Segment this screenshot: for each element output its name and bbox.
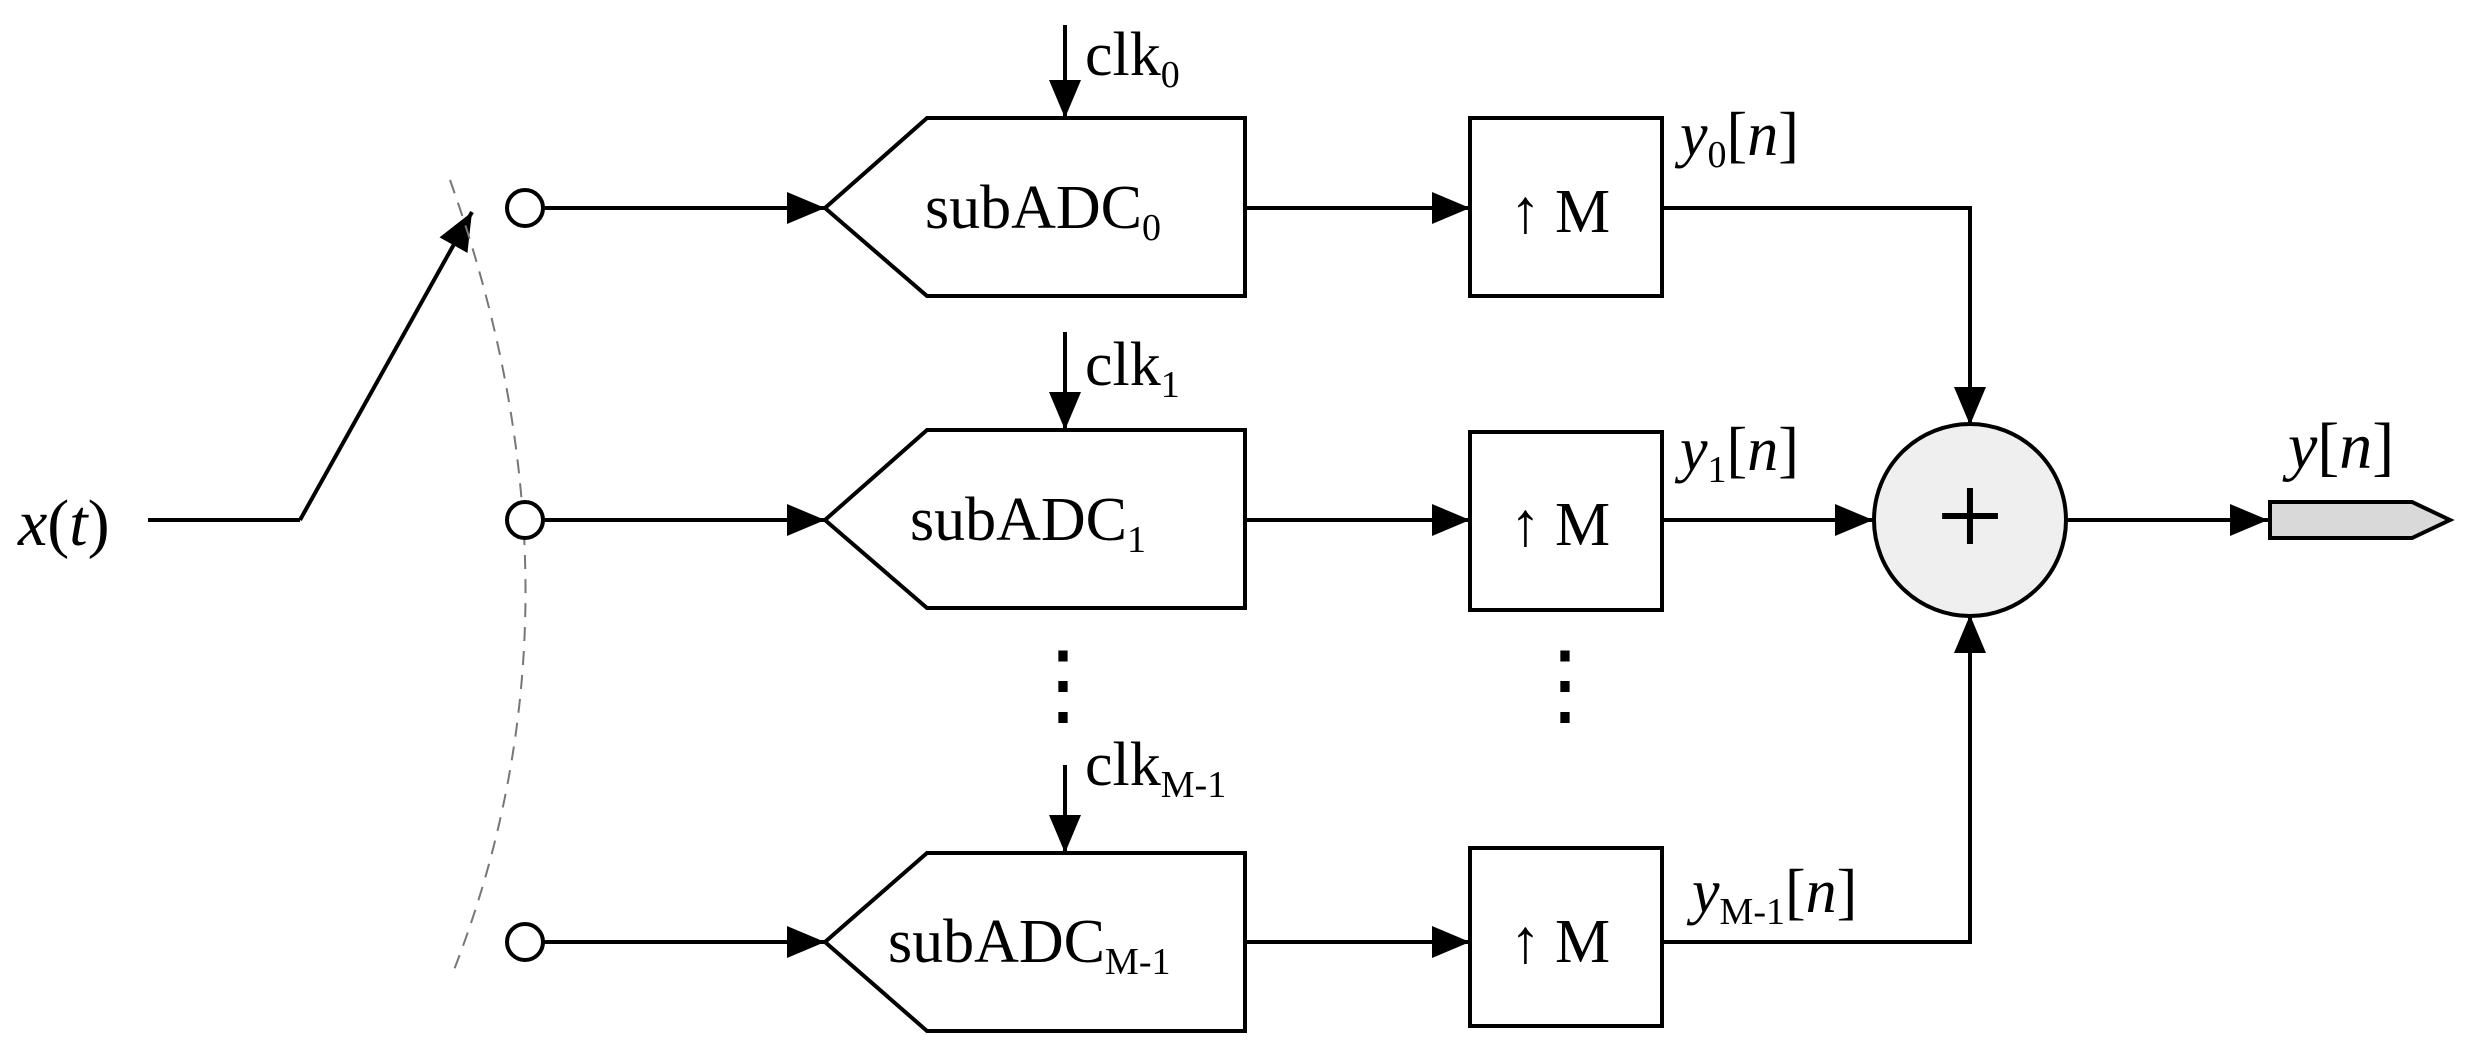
- subadc-label-0: subADC0: [925, 174, 1161, 249]
- clock-label-0: clk0: [1085, 21, 1180, 96]
- channel-output-label-0: y0[n]: [1674, 101, 1799, 176]
- channel-output-label-m-1: yM-1[n]: [1686, 858, 1857, 933]
- upsampler-label-0: ↑M: [1510, 178, 1610, 246]
- clock-label-m-1: clkM-1: [1085, 731, 1226, 806]
- subadc-label-m-1: subADCM-1: [888, 908, 1170, 983]
- channel-m-1-to-summer-wire: [1662, 615, 1986, 944]
- channel-ellipsis-upsampler: ⋮: [1520, 636, 1610, 735]
- commutator-switch-arm: [298, 211, 474, 521]
- channel-ellipsis-adc: ⋮: [1018, 636, 1108, 735]
- output-port: [2268, 500, 2455, 540]
- input-signal-label: x(t): [17, 487, 110, 560]
- channel-0: clk0 subADC0 ↑M y0[n]: [543, 21, 1986, 425]
- summer-plus-symbol: +: [1936, 449, 2004, 582]
- channel-m-1: clkM-1 subADCM-1 ↑M yM-1[n]: [543, 615, 1986, 1033]
- channel-output-label-1: y1[n]: [1674, 416, 1799, 491]
- upsampler-label-1: ↑M: [1510, 491, 1610, 559]
- subadc-label-1: subADC1: [910, 486, 1146, 561]
- upsampler-label-m-1: ↑M: [1510, 908, 1610, 976]
- switch-contact-m-1: [505, 922, 545, 962]
- upsampler-block-m-1: [1468, 846, 1664, 1028]
- switch-contact-0: [505, 188, 545, 228]
- channel-1: clk1 subADC1 ↑M y1[n]: [543, 331, 1873, 612]
- clock-label-1: clk1: [1085, 331, 1180, 406]
- commutator-arc: [449, 179, 527, 976]
- channel-0-to-summer-wire: [1662, 206, 1986, 425]
- switch-contact-1: [505, 500, 545, 540]
- output-signal-label: y[n]: [2282, 410, 2394, 483]
